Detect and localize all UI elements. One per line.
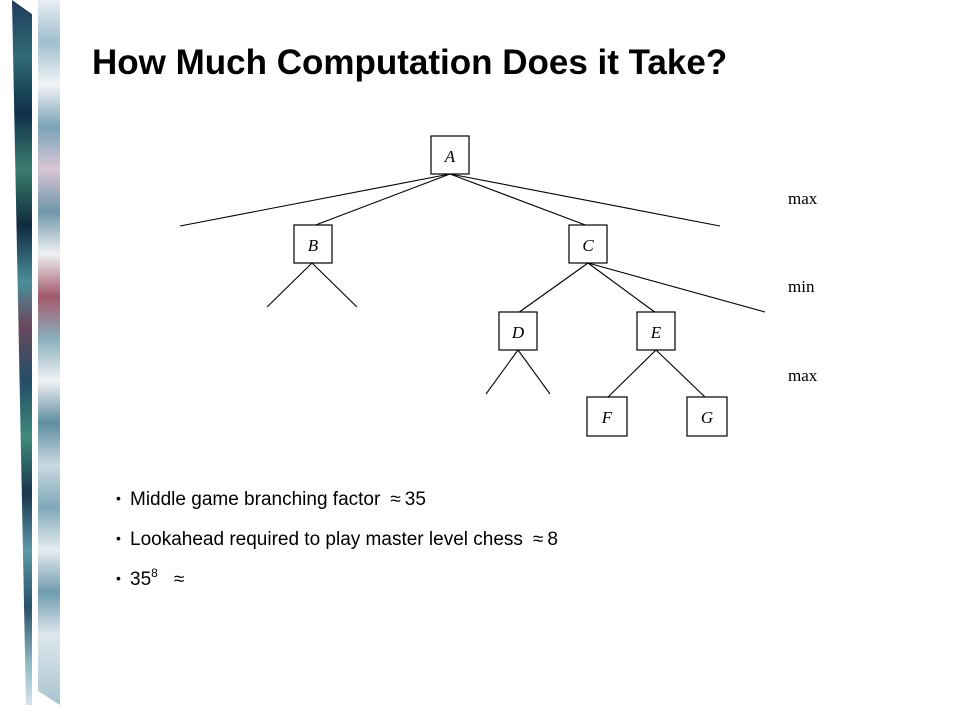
node-a: A [430,135,470,175]
bullet-dot: • [116,570,121,586]
approx-symbol: ≈ [532,529,544,550]
node-b: B [293,224,333,264]
node-e-label: E [650,323,662,342]
node-g-label: G [701,408,713,427]
bullet-list: • Middle game branching factor ≈35 • Lookah… [116,484,558,604]
bullet-lookahead: • Lookahead required to play master level… [116,524,558,564]
node-d: D [498,311,538,351]
edge-b-left [266,262,313,308]
bullet-branching-factor: • Middle game branching factor ≈35 [116,484,558,524]
edge-c-e [587,262,657,314]
node-c-label: C [582,236,594,255]
approx-symbol: ≈ [173,569,185,590]
level-label-max-bottom: max [788,366,818,385]
node-b-label: B [308,236,319,255]
power-exponent: 8 [151,566,158,580]
slide-title: How Much Computation Does it Take? [92,43,728,82]
level-label-max-top: max [788,189,818,208]
node-e: E [636,311,676,351]
bullet-dot: • [116,490,121,506]
level-label-min: min [788,277,815,296]
decorative-strip-right [38,0,60,705]
node-f: F [586,396,628,437]
bullet-text: Middle game branching factor [130,489,381,510]
approx-symbol: ≈ [390,489,401,510]
bullet-text: Lookahead required to play master level … [130,529,523,550]
edge-c-right [587,262,766,313]
edge-c-d [517,262,589,314]
edge-a-right [449,173,721,227]
node-d-label: D [511,323,525,342]
edge-d-left [485,349,519,395]
edge-a-b [312,173,451,227]
node-g: G [686,396,728,437]
node-c: C [568,224,608,264]
edge-a-c [449,173,589,227]
bullet-value: 35 [404,489,426,510]
edge-e-f [606,349,657,399]
bullet-dot: • [116,530,121,546]
power-base: 35 [130,569,152,590]
bullet-power: • 358 ≈ [116,564,558,604]
edge-b-right [311,262,358,308]
node-a-label: A [444,147,456,166]
edge-a-left [179,173,451,227]
bullet-value: 8 [547,529,558,550]
node-f-label: F [601,408,613,427]
edge-e-g [655,349,707,399]
edge-d-right [517,349,551,395]
